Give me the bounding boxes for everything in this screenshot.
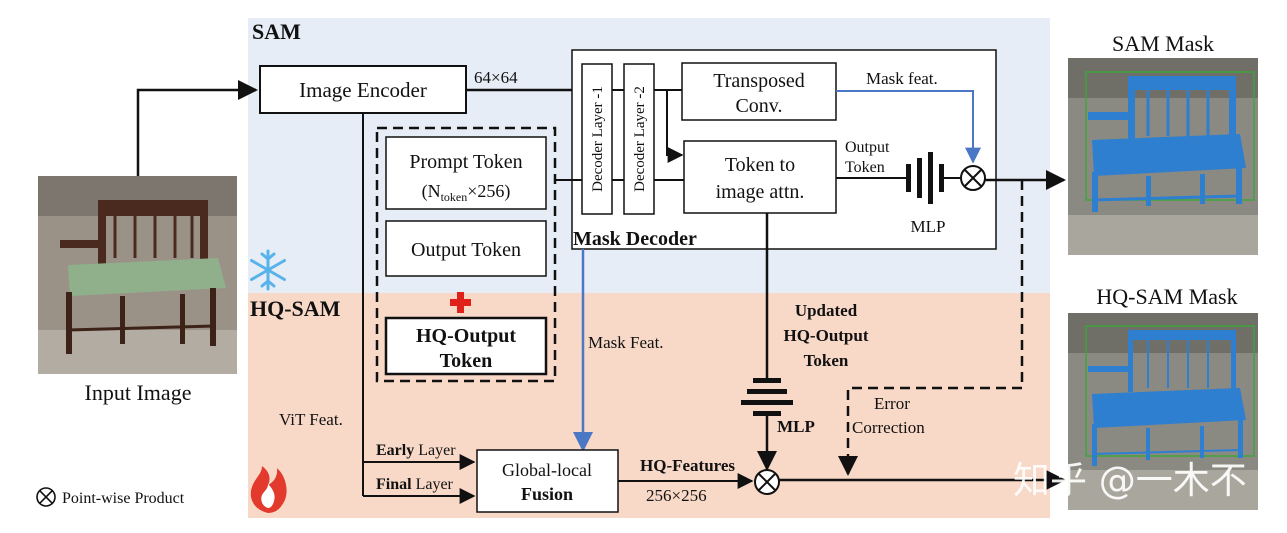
output-token-label-2: Token xyxy=(845,159,885,176)
early-layer-label: Early Layer xyxy=(376,442,456,459)
output-token-block xyxy=(385,220,547,277)
prompt-token-dims: (Ntoken×256) xyxy=(422,181,511,204)
output-token-label-1: Output xyxy=(845,139,890,156)
watermark-text: 知乎 @一木不 xyxy=(1013,459,1247,502)
mask-decoder-label: Mask Decoder xyxy=(573,228,697,250)
mlp-bottom-label: MLP xyxy=(777,417,815,436)
mlp-top-label: MLP xyxy=(911,217,946,236)
decoder-layer-1-block xyxy=(581,63,613,215)
otimes-icon xyxy=(960,165,986,191)
mlp-bottom-icon xyxy=(741,378,793,416)
otimes-icon xyxy=(754,469,780,495)
decoder-layer-2-label: Decoder Layer -2 xyxy=(632,86,648,192)
token-attn-block xyxy=(683,140,837,214)
layer2-to-attn-arrow xyxy=(666,90,684,163)
error-label-2: Correction xyxy=(852,418,925,437)
image-encoder-label: Image Encoder xyxy=(299,78,427,102)
hq-output-token-label-1: HQ-Output xyxy=(416,325,516,347)
dim-64-label: 64×64 xyxy=(474,68,518,87)
decoder-layer-1-label: Decoder Layer -1 xyxy=(590,86,606,192)
token-group-dashed-frame xyxy=(375,126,557,383)
hq-sam-region-label: HQ-SAM xyxy=(250,296,341,321)
sam-mask-caption: SAM Mask xyxy=(1112,31,1214,56)
prompt-token-label: Prompt Token xyxy=(409,151,522,173)
fusion-label-2: Fusion xyxy=(521,484,573,504)
hq-features-label: HQ-Features xyxy=(640,456,735,475)
fusion-block xyxy=(476,449,619,513)
dim-256-label: 256×256 xyxy=(646,486,707,505)
hq-sam-mask-image xyxy=(1068,313,1258,510)
mlp-top-icon xyxy=(906,152,944,204)
legend-label: Point-wise Product xyxy=(62,490,185,507)
sam-mask-image xyxy=(1068,58,1258,255)
updated-label-1: Updated xyxy=(795,301,858,320)
plus-icon xyxy=(450,292,471,313)
prompt-token-block xyxy=(385,136,547,210)
transposed-conv-label-2: Conv. xyxy=(735,95,782,117)
otimes-icon xyxy=(36,487,56,507)
mask-feat-lower-label: Mask Feat. xyxy=(588,333,664,352)
fusion-label-1: Global-local xyxy=(502,460,592,480)
token-attn-label-1: Token to xyxy=(725,154,795,176)
hq-sam-region xyxy=(248,293,1050,518)
final-layer-label: Final Layer xyxy=(376,476,454,493)
vit-feat-label: ViT Feat. xyxy=(279,410,343,429)
input-image-caption: Input Image xyxy=(85,380,192,405)
decoder-layer-2-block xyxy=(623,63,655,215)
transposed-conv-block xyxy=(681,62,837,121)
updated-label-2: HQ-Output xyxy=(783,326,868,345)
token-attn-label-2: image attn. xyxy=(716,181,805,203)
hq-sam-mask-caption: HQ-SAM Mask xyxy=(1096,284,1237,309)
mask-feat-arrow xyxy=(836,90,981,164)
snowflake-icon xyxy=(250,249,286,291)
hq-output-token-label-2: Token xyxy=(440,350,493,372)
hq-output-token-block xyxy=(384,316,548,376)
flame-icon xyxy=(250,466,287,513)
input-to-encoder-arrow xyxy=(136,80,258,176)
sam-region-label: SAM xyxy=(252,19,301,44)
updated-label-3: Token xyxy=(804,351,849,370)
transposed-conv-label-1: Transposed xyxy=(713,70,805,92)
error-label-1: Error xyxy=(874,394,910,413)
input-image xyxy=(38,176,237,374)
mask-feat-top-label: Mask feat. xyxy=(866,69,938,88)
error-correction-dashed-line xyxy=(838,180,1024,476)
output-token-block-label: Output Token xyxy=(411,239,521,261)
